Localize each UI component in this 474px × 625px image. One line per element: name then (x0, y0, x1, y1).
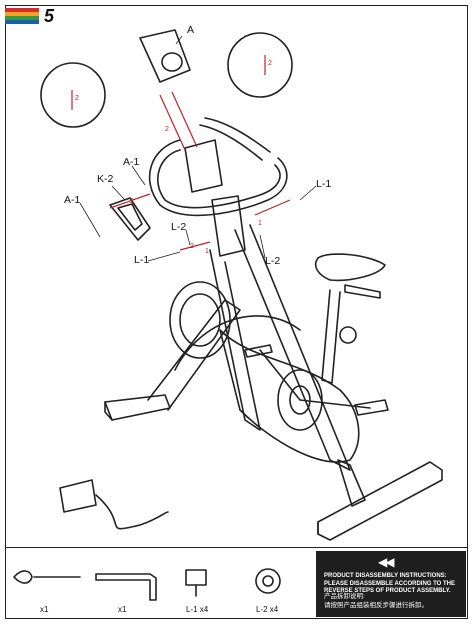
stripe-red (5, 8, 39, 12)
arrow-label-2e: 2 (190, 243, 194, 250)
page-frame (5, 5, 468, 619)
disassembly-info-box: ◀◀ PRODUCT DISASSEMBLY INSTRUCTIONS: PLE… (316, 551, 466, 617)
arrow-label-2b: 2 (75, 95, 79, 102)
tools-bar (5, 547, 468, 620)
callout-a1-top: A-1 (123, 156, 140, 168)
tool-allen-key-qty: x1 (118, 605, 127, 614)
callout-l2-left: L-2 (171, 221, 187, 233)
disassembly-instructions-en: PRODUCT DISASSEMBLY INSTRUCTIONS: PLEASE… (324, 573, 456, 594)
callout-k2: K-2 (97, 173, 114, 185)
callout-l2-right: L-2 (265, 255, 281, 267)
stripe-blue (5, 20, 39, 24)
tool-washer-qty: L-2 x4 (256, 605, 279, 614)
tool-wrench-qty: x1 (40, 605, 49, 614)
tool-bolt-qty: L-1 x4 (186, 605, 209, 614)
stripe-green (5, 16, 39, 20)
arrow-label-2d: 2 (130, 198, 134, 205)
arrow-label-1a: 1 (205, 248, 209, 255)
callout-l1-left: L-1 (134, 254, 150, 266)
step-number: 5 (44, 6, 55, 26)
arrow-label-1b: 1 (258, 220, 262, 227)
callout-a: A (187, 24, 195, 36)
disassembly-instructions-cn: 产品拆卸说明: 请按照产品组装相反步骤进行拆卸。 (324, 593, 428, 609)
callout-l1-right: L-1 (316, 178, 332, 190)
arrow-label-2a: 2 (165, 126, 169, 133)
arrow-label-2c: 2 (268, 60, 272, 67)
stripe-orange (5, 12, 39, 16)
callout-a1-left: A-1 (64, 194, 81, 206)
rewind-icon: ◀◀ (378, 555, 395, 569)
